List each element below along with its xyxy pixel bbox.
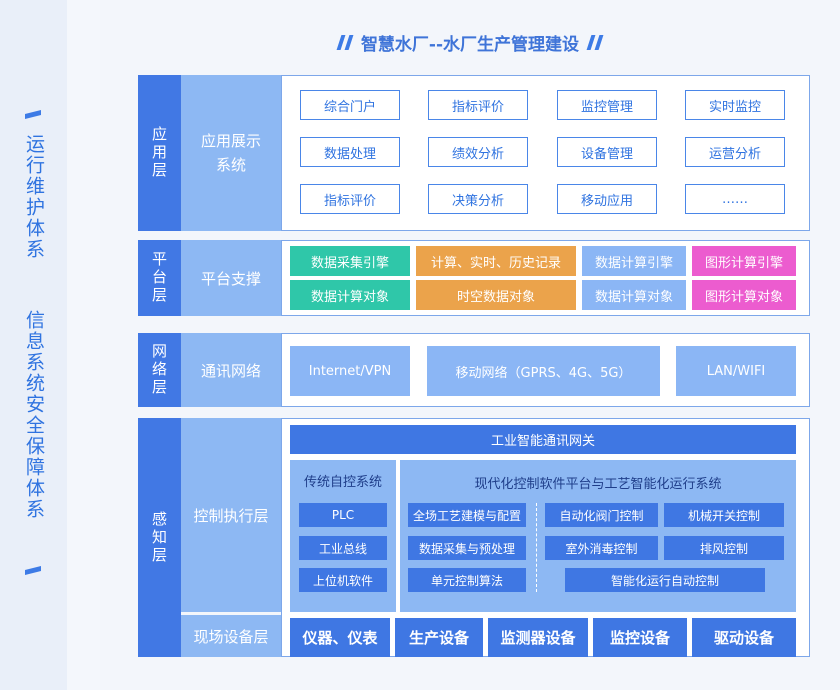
security-system-label: 信息系统安全保障体系: [23, 310, 45, 520]
slash-icon: [344, 34, 354, 50]
industrial-gateway: 工业智能通讯网关: [290, 425, 796, 454]
device-item: 生产设备: [395, 618, 483, 657]
network-item: LAN/WIFI: [676, 346, 796, 396]
platform-item: 数据计算对象: [582, 280, 686, 310]
platform-item: 图形计算对象: [692, 280, 796, 310]
traditional-item: 上位机软件: [299, 568, 387, 592]
perception-layer-label: 感知层: [138, 418, 181, 657]
modern-left-item: 全场工艺建模与配置: [408, 503, 526, 527]
field-device-label: 现场设备层: [181, 615, 281, 657]
app-item: 运营分析: [685, 137, 785, 167]
modern-right-item: 智能化运行自动控制: [565, 568, 765, 592]
ops-system-label: 运行维护体系: [23, 134, 45, 260]
device-item: 驱动设备: [692, 618, 796, 657]
diagram-title: 智慧水厂--水厂生产管理建设: [360, 34, 580, 55]
modern-left-item: 单元控制算法: [408, 568, 526, 592]
platform-item: 数据计算引擎: [582, 246, 686, 276]
network-item: 移动网络（GPRS、4G、5G）: [427, 346, 660, 396]
modern-right-item: 排风控制: [664, 536, 784, 560]
communication-network-label: 通讯网络: [181, 333, 281, 407]
app-item: 综合门户: [300, 90, 400, 120]
application-layer-label: 应用层: [138, 75, 181, 231]
traditional-item: PLC: [299, 503, 387, 527]
app-sub-line1: 应用展示: [200, 132, 261, 150]
modern-control-title: 现代化控制软件平台与工艺智能化运行系统: [474, 476, 722, 492]
slash-icon: [336, 34, 346, 50]
app-item: 决策分析: [428, 184, 528, 214]
diagram-title-bar: 智慧水厂--水厂生产管理建设: [320, 28, 620, 56]
modern-right-item: 室外消毒控制: [545, 536, 658, 560]
modern-left-item: 数据采集与预处理: [408, 536, 526, 560]
control-execution-label: 控制执行层: [181, 418, 281, 612]
platform-item: 数据计算对象: [290, 280, 410, 310]
app-item: 数据处理: [300, 137, 400, 167]
traditional-item: 工业总线: [299, 536, 387, 560]
platform-item: 图形计算引擎: [692, 246, 796, 276]
app-item: 指标评价: [428, 90, 528, 120]
app-item: 指标评价: [300, 184, 400, 214]
platform-support-label: 平台支撑: [181, 240, 281, 316]
platform-layer-label: 平台层: [138, 240, 181, 316]
app-item: 绩效分析: [428, 137, 528, 167]
app-item: ……: [685, 184, 785, 214]
platform-item: 数据采集引擎: [290, 246, 410, 276]
app-item: 实时监控: [685, 90, 785, 120]
modern-right-item: 机械开关控制: [664, 503, 784, 527]
platform-item: 时空数据对象: [416, 280, 576, 310]
modern-right-item: 自动化阀门控制: [545, 503, 658, 527]
platform-item: 计算、实时、历史记录: [416, 246, 576, 276]
network-item: Internet/VPN: [290, 346, 410, 396]
app-sub-line2: 系统: [215, 156, 246, 174]
application-display-system: 应用展示 系统: [181, 75, 281, 231]
dashed-divider: [536, 503, 537, 592]
app-item: 移动应用: [557, 184, 657, 214]
slash-icon: [594, 34, 604, 50]
traditional-control-title: 传统自控系统: [303, 474, 382, 490]
device-item: 监测器设备: [488, 618, 588, 657]
device-item: 监控设备: [593, 618, 687, 657]
app-item: 监控管理: [557, 90, 657, 120]
network-layer-label: 网络层: [138, 333, 181, 407]
app-item: 设备管理: [557, 137, 657, 167]
device-item: 仪器、仪表: [290, 618, 390, 657]
